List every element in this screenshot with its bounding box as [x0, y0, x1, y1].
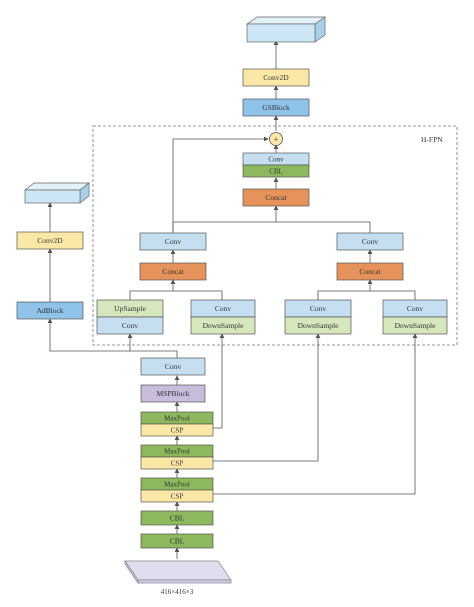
downsample2-block: DownSample — [284, 316, 352, 335]
conv-right-label: Conv — [362, 237, 379, 246]
upsample-conv-label: Conv — [122, 321, 139, 330]
downsample3-label: DownSample — [395, 321, 437, 330]
csp1-label: CSP — [171, 427, 184, 435]
csp3-block: CSP — [140, 489, 214, 503]
input-platform — [124, 559, 232, 585]
cbl2-label: CBL — [170, 514, 185, 523]
concat-top-box — [242, 188, 310, 207]
ad-block-box — [16, 301, 84, 320]
downsample1-conv-block: Conv — [190, 299, 256, 318]
downsample2-conv-label: Conv — [310, 304, 327, 313]
csp3-label: CSP — [171, 493, 184, 501]
csp2-label: CSP — [171, 460, 184, 468]
maxpool3-block: MaxPool — [140, 477, 214, 491]
conv2d-right-label: Conv2D — [263, 73, 289, 82]
upsample-conv-box — [96, 316, 164, 335]
conv-backbone-block: Conv — [140, 357, 206, 376]
downsample3-conv-label: Conv — [407, 304, 424, 313]
concat-right-label: Concat — [359, 267, 381, 276]
downsample1-label: DownSample — [203, 321, 245, 330]
hfpn-region — [92, 125, 458, 346]
downsample1-box — [190, 316, 256, 335]
conv2d-right-block: Conv2D — [242, 68, 310, 87]
conv-right-box — [336, 232, 404, 251]
downsample1-conv-label: Conv — [215, 304, 232, 313]
downsample2-label: DownSample — [298, 321, 340, 330]
upsample-label: UpSample — [114, 304, 146, 313]
maxpool3-label: MaxPool — [164, 481, 190, 489]
maxpool2-block: MaxPool — [140, 444, 214, 458]
conv-top-block: Conv — [242, 152, 310, 166]
concat-top-block: Concat — [242, 188, 310, 207]
conv-left-block: Conv — [139, 232, 207, 251]
upsample-conv-block: Conv — [96, 316, 164, 335]
conv-backbone-box — [140, 357, 206, 376]
conv-top-label: Conv — [268, 156, 284, 164]
ad-block-block: AdBlock — [16, 301, 84, 320]
conv-backbone-label: Conv — [165, 362, 182, 371]
conv-left-label: Conv — [165, 237, 182, 246]
output-cube-right — [245, 16, 327, 43]
upsample-block: UpSample — [96, 299, 164, 318]
csp1-box — [140, 423, 214, 437]
csp1-block: CSP — [140, 423, 214, 437]
conv2d-left-box — [16, 231, 84, 250]
ad-block-label: AdBlock — [36, 306, 63, 315]
downsample2-conv-block: Conv — [284, 299, 352, 318]
conv-right-block: Conv — [336, 232, 404, 251]
csp2-box — [140, 456, 214, 470]
add-symbol: + — [274, 135, 279, 144]
csp3-box — [140, 489, 214, 503]
msp-block-block: MSPBlock — [140, 384, 206, 403]
downsample2-box — [284, 316, 352, 335]
conv2d-left-block: Conv2D — [16, 231, 84, 250]
cbl-top-label: CBL — [269, 168, 283, 176]
gs-block-box — [242, 98, 310, 117]
gs-block-block: GSBlock — [242, 98, 310, 117]
csp2-block: CSP — [140, 456, 214, 470]
downsample3-block: DownSample — [382, 316, 448, 335]
gs-block-label: GSBlock — [262, 103, 290, 112]
msp-block-label: MSPBlock — [157, 389, 190, 398]
hfpn-label: H-FPN — [421, 135, 443, 144]
conv-left-box — [139, 232, 207, 251]
concat-top-label: Concat — [265, 193, 287, 202]
concat-left-box — [139, 262, 207, 281]
cbl1-label: CBL — [170, 537, 185, 546]
concat-right-box — [336, 262, 404, 281]
output-cube-left — [23, 182, 91, 204]
cbl-top-box — [242, 164, 310, 178]
concat-left-label: Concat — [162, 267, 184, 276]
add-operator: + — [269, 132, 283, 146]
downsample1-block: DownSample — [190, 316, 256, 335]
input-size-label: 416×416×3 — [161, 588, 194, 596]
downsample3-conv-block: Conv — [382, 299, 448, 318]
maxpool2-label: MaxPool — [164, 448, 190, 456]
msp-block-box — [140, 384, 206, 403]
conv2d-left-label: Conv2D — [37, 236, 63, 245]
cbl-top-block: CBL — [242, 164, 310, 178]
cbl1-block: CBL — [140, 533, 214, 549]
maxpool1-label: MaxPool — [164, 415, 190, 423]
concat-left-block: Concat — [139, 262, 207, 281]
downsample3-box — [382, 316, 448, 335]
concat-right-block: Concat — [336, 262, 404, 281]
maxpool1-block: MaxPool — [140, 411, 214, 425]
cbl1-box — [140, 533, 214, 549]
cbl2-box — [140, 510, 214, 526]
cbl2-block: CBL — [140, 510, 214, 526]
conv2d-right-box — [242, 68, 310, 87]
